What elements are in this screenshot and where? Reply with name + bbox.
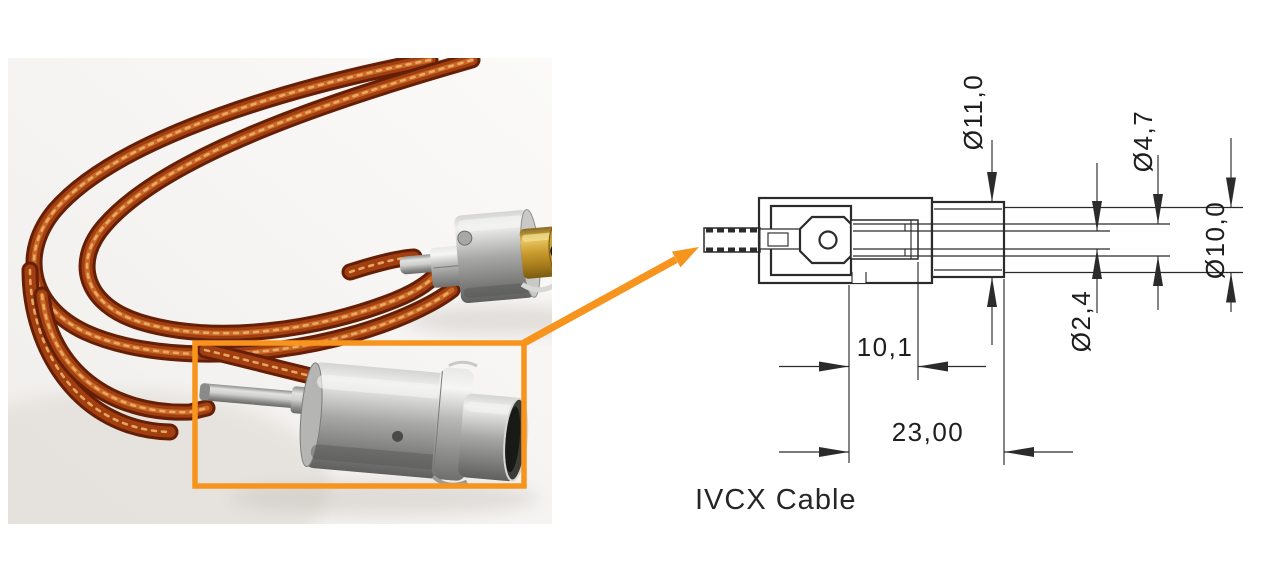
upper-connector-screw <box>457 230 473 246</box>
lower-connector <box>199 360 529 487</box>
cable-strand-outer-loop <box>25 58 461 363</box>
lower-connector-rear-face <box>299 362 323 468</box>
drawing-cable-stub <box>703 227 761 253</box>
drawing-center-contact <box>818 230 838 250</box>
callout-arrow <box>522 247 699 347</box>
cable-photo <box>8 58 552 524</box>
dimension-len101: 10,1 <box>779 332 986 372</box>
drawing-socket-cavity <box>850 219 919 260</box>
lower-connector-pin <box>199 383 318 410</box>
drawing-sleeve <box>930 200 1006 279</box>
drawing-cylinder-lines <box>853 206 1243 274</box>
upper-connector-bore <box>550 243 552 260</box>
dim-label-d47: Ø4,7 <box>1128 110 1158 172</box>
upper-connector-ferrule <box>548 225 552 277</box>
drawing-extension-lines <box>848 262 1005 465</box>
dim-label-len2300: 23,00 <box>892 417 965 447</box>
dimension-d100: Ø10,0 <box>1200 138 1236 312</box>
cable-strand-inner-loop <box>78 58 481 342</box>
upper-connector-clip <box>520 274 552 293</box>
drawing-caption: IVCX Cable <box>695 484 857 516</box>
technical-drawing: Ø11,0 Ø2,4 Ø4,7 Ø10,0 <box>695 74 1243 516</box>
dim-label-d24: Ø2,4 <box>1066 290 1096 352</box>
dimension-d24: Ø2,4 <box>1066 163 1102 352</box>
dim-label-d100: Ø10,0 <box>1200 201 1230 279</box>
callout-arrow-shaft <box>522 256 678 347</box>
dimension-len2300: 23,00 <box>779 417 1073 457</box>
dimension-d47: Ø4,7 <box>1128 110 1163 310</box>
callout-arrowhead-icon <box>671 247 699 268</box>
cable-strand-lower-left <box>21 261 179 441</box>
upper-connector <box>399 209 552 304</box>
upper-connector-barrel <box>454 210 535 304</box>
dimension-d11: Ø11,0 <box>958 74 997 345</box>
dim-label-d11: Ø11,0 <box>958 74 988 150</box>
highlight-rectangle <box>192 340 527 489</box>
lower-connector-hole <box>392 430 404 442</box>
cable-strand-to-lower-connector <box>33 286 216 421</box>
dim-label-len101: 10,1 <box>857 332 914 362</box>
photo-bottom-shadow <box>230 481 540 515</box>
drawing-connector-body <box>757 196 934 285</box>
photo-top-shadow <box>405 305 552 335</box>
